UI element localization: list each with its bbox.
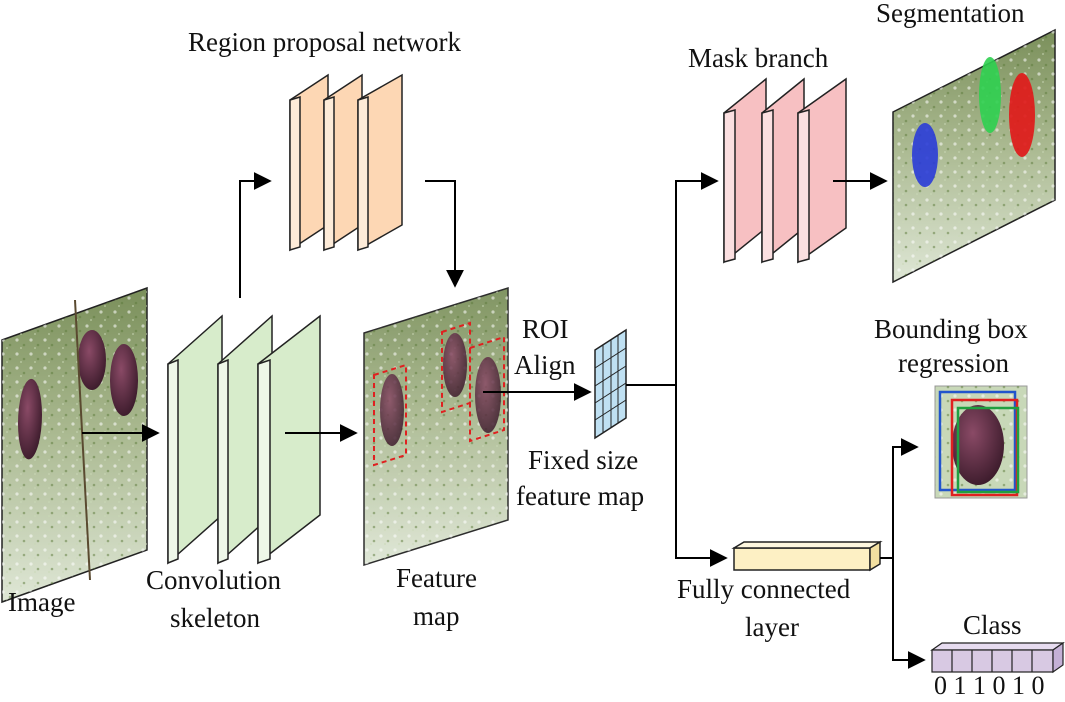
label-fc-line2: layer [745, 612, 799, 642]
connector-grid-branches [626, 172, 719, 386]
rpn-blocks [289, 73, 403, 252]
fixed-size-feature-grid [594, 328, 627, 440]
connectors [82, 172, 926, 669]
bbox-image [934, 385, 1028, 499]
label-mask-branch: Mask branch [688, 43, 829, 73]
label-bbox-line1: Bounding box [874, 314, 1028, 344]
label-roi: ROI [522, 314, 569, 344]
label-class-bits: 0 1 1 0 1 0 [934, 671, 1045, 700]
roi-box-1 [373, 363, 407, 467]
mask-block-3 [797, 77, 847, 264]
label-conv-line2: skeleton [170, 603, 260, 633]
convolution-blocks [167, 314, 321, 565]
label-conv-line1: Convolution [146, 565, 282, 595]
label-fc-line1: Fully connected [677, 574, 851, 604]
conv-block-1 [167, 314, 223, 565]
connector-fc-branches [880, 438, 919, 559]
label-class: Class [963, 610, 1022, 640]
label-feature-line2: map [413, 601, 460, 631]
label-fixed-line2: feature map [516, 481, 645, 511]
seg-mask-blue [912, 123, 938, 187]
class-vector [930, 641, 1065, 674]
label-bbox-line2: regression [898, 348, 1009, 378]
roi-box-3 [469, 335, 505, 443]
conv-block-3 [257, 314, 321, 565]
input-image [1, 286, 148, 604]
mask-block-2 [761, 77, 805, 264]
bbox-blue [938, 390, 1017, 492]
feature-map-image [363, 286, 509, 567]
segmentation-image [892, 28, 1056, 284]
rpn-block-1 [289, 73, 329, 252]
arrow-rpn-to-feature [425, 180, 464, 288]
seg-mask-red [1009, 73, 1035, 157]
mask-block-1 [723, 77, 767, 264]
seg-mask-green [979, 57, 1001, 133]
label-region-proposal: Region proposal network [188, 27, 461, 57]
fc-layer-bar [731, 540, 883, 572]
bbox-green [956, 406, 1020, 494]
arrow-conv-to-rpn [239, 172, 272, 298]
mask-branch-blocks [723, 77, 847, 264]
rpn-block-3 [357, 73, 403, 252]
arrow-to-fc [675, 385, 728, 567]
label-fixed-line1: Fixed size [528, 445, 639, 475]
label-align: Align [514, 350, 576, 380]
rpn-block-2 [323, 73, 363, 252]
label-feature-line1: Feature [396, 563, 477, 593]
arrow-to-class [892, 558, 926, 669]
label-segmentation: Segmentation [876, 0, 1025, 28]
label-image: Image [8, 587, 76, 617]
